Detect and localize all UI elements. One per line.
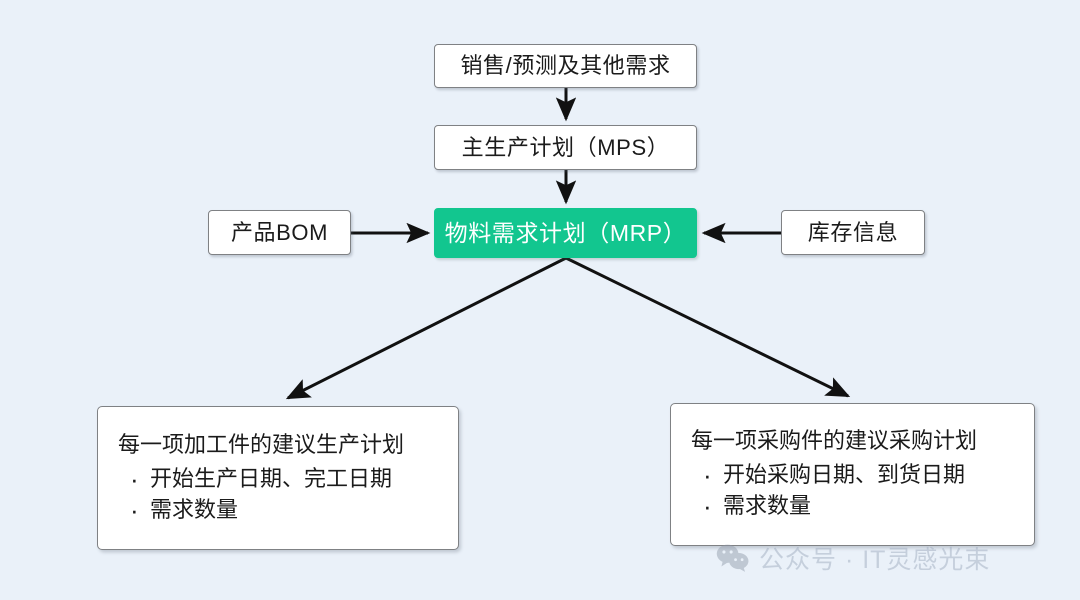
node-product-bom[interactable]: 产品BOM: [208, 210, 351, 255]
panel-purchase-plan[interactable]: 每一项采购件的建议采购计划 开始采购日期、到货日期 需求数量: [670, 403, 1035, 546]
edge-mrp-to-production: [285, 256, 567, 400]
node-mps-label: 主生产计划（MPS）: [461, 134, 670, 160]
wechat-icon: [716, 544, 749, 572]
list-item: 需求数量: [703, 488, 1034, 525]
list-item: 需求数量: [130, 492, 458, 529]
list-item: 开始采购日期、到货日期: [703, 457, 1034, 494]
panel-production-title: 每一项加工件的建议生产计划: [118, 431, 405, 457]
node-master-production-schedule[interactable]: 主生产计划（MPS）: [434, 125, 697, 170]
node-material-requirements-planning[interactable]: 物料需求计划（MRP）: [434, 208, 697, 258]
list-item: 开始生产日期、完工日期: [130, 461, 458, 498]
edge-mrp-to-purchase: [565, 256, 851, 398]
node-demand-label: 销售/预测及其他需求: [460, 53, 671, 78]
node-inventory-information[interactable]: 库存信息: [781, 210, 925, 255]
panel-purchase-list: 开始采购日期、到货日期 需求数量: [685, 457, 1034, 525]
panel-purchase-title: 每一项采购件的建议采购计划: [691, 428, 978, 454]
node-stock-label: 库存信息: [807, 219, 899, 245]
node-mrp-label: 物料需求计划（MRP）: [444, 219, 687, 246]
node-bom-label: 产品BOM: [230, 219, 329, 245]
panel-production-plan[interactable]: 每一项加工件的建议生产计划 开始生产日期、完工日期 需求数量: [97, 406, 459, 550]
panel-production-list: 开始生产日期、完工日期 需求数量: [112, 461, 458, 529]
node-demand[interactable]: 销售/预测及其他需求: [434, 44, 697, 88]
